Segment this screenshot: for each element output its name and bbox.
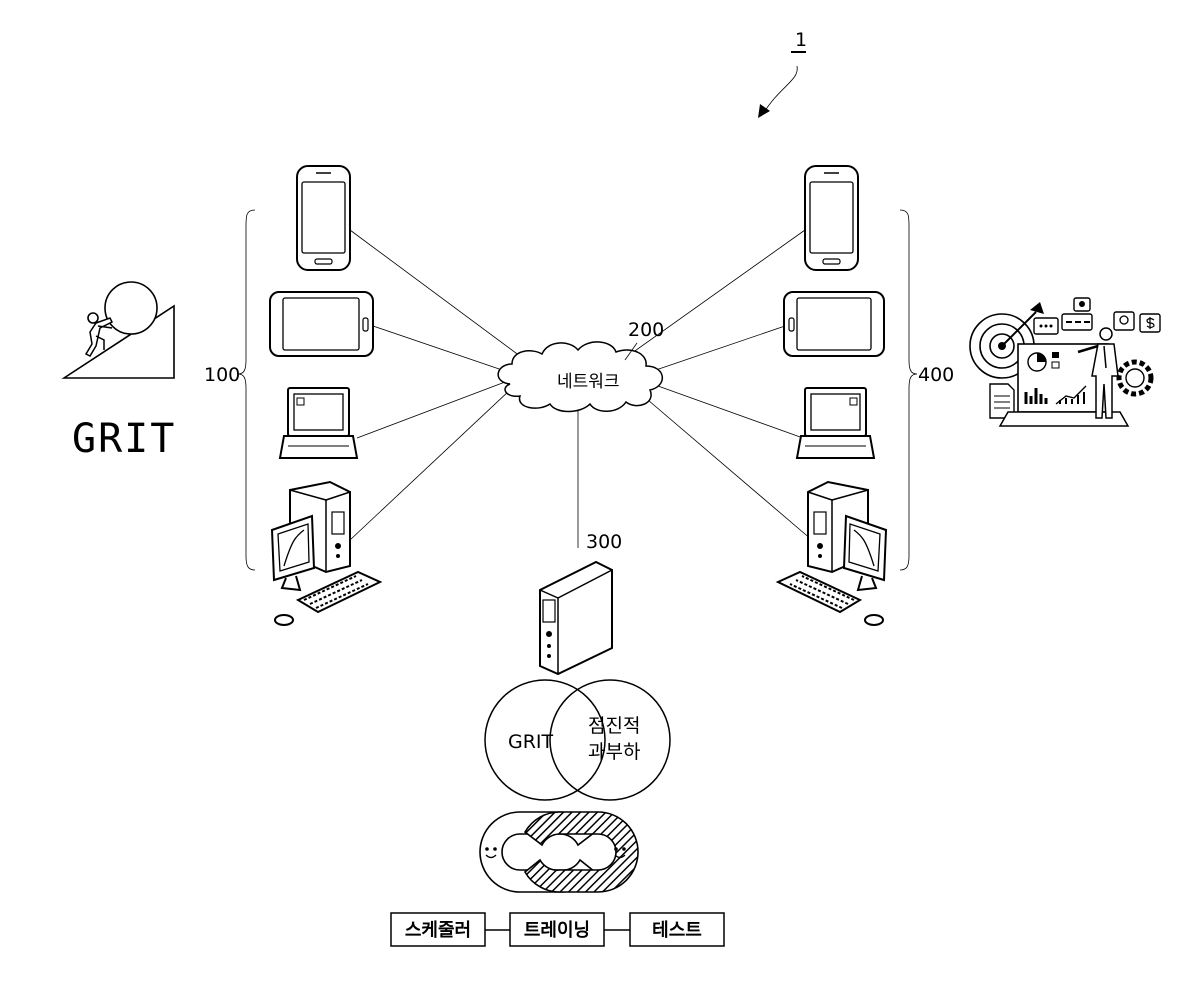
lightbulb-icon xyxy=(1114,312,1134,330)
link-tablet-left xyxy=(373,326,508,372)
system-ref-arrow xyxy=(763,66,797,114)
link-desktop-left xyxy=(350,390,510,540)
system-ref-number: 1 xyxy=(795,29,807,51)
smartphone-icon xyxy=(297,166,350,270)
location-pin-icon xyxy=(1074,298,1090,311)
flow-label-scheduler: 스케줄러 xyxy=(405,920,471,941)
venn-diagram: GRIT 점진적 과부하 xyxy=(485,680,670,800)
smartphone-icon xyxy=(805,166,858,270)
flow-label-training: 트레이닝 xyxy=(524,920,590,941)
user-group-brace: 100 xyxy=(204,210,255,570)
link-phone-left xyxy=(350,230,528,362)
venn-circle-right xyxy=(550,680,670,800)
gear-icon xyxy=(1119,362,1151,394)
desktop-computer-icon xyxy=(778,482,886,625)
network-cloud: 네트워크 200 xyxy=(498,319,664,412)
analytics-trainer-illustration xyxy=(970,298,1160,426)
link-laptop-left xyxy=(357,382,505,438)
chain-link-icon xyxy=(480,812,638,892)
rating-stars-icon xyxy=(1062,314,1092,330)
desktop-computer-icon xyxy=(272,482,380,625)
chat-bubble-icon xyxy=(1034,318,1058,334)
server-ref-number: 300 xyxy=(586,531,622,553)
laptop-icon xyxy=(797,388,874,458)
trainer-group-brace: 400 xyxy=(900,210,954,570)
right-brace xyxy=(900,210,917,570)
trainer-group-ref-number: 400 xyxy=(918,364,954,386)
tablet-icon xyxy=(784,292,884,356)
link-desktop-right xyxy=(648,400,812,540)
venn-right-label-line1: 점진적 xyxy=(588,715,640,737)
link-tablet-right xyxy=(650,326,785,372)
link-laptop-right xyxy=(658,386,803,438)
laptop-icon xyxy=(280,388,357,458)
grit-illustration: GRIT xyxy=(64,282,176,462)
user-group-ref-number: 100 xyxy=(204,364,240,386)
tablet-icon xyxy=(270,292,373,356)
network-ref-number: 200 xyxy=(628,319,664,341)
network-label: 네트워크 xyxy=(557,372,620,392)
venn-left-label: GRIT xyxy=(508,731,554,753)
chain-link-right xyxy=(525,812,638,892)
flow-label-test: 테스트 xyxy=(652,920,702,941)
process-flow: 스케줄러 트레이닝 테스트 xyxy=(391,913,724,946)
grit-title: GRIT xyxy=(72,416,176,462)
server-icon: 300 xyxy=(540,531,622,674)
system-reference: 1 xyxy=(758,29,807,118)
boulder-icon xyxy=(105,282,157,334)
dollar-icon xyxy=(1140,314,1160,332)
left-brace xyxy=(238,210,255,570)
venn-right-label-line2: 과부하 xyxy=(588,741,640,763)
